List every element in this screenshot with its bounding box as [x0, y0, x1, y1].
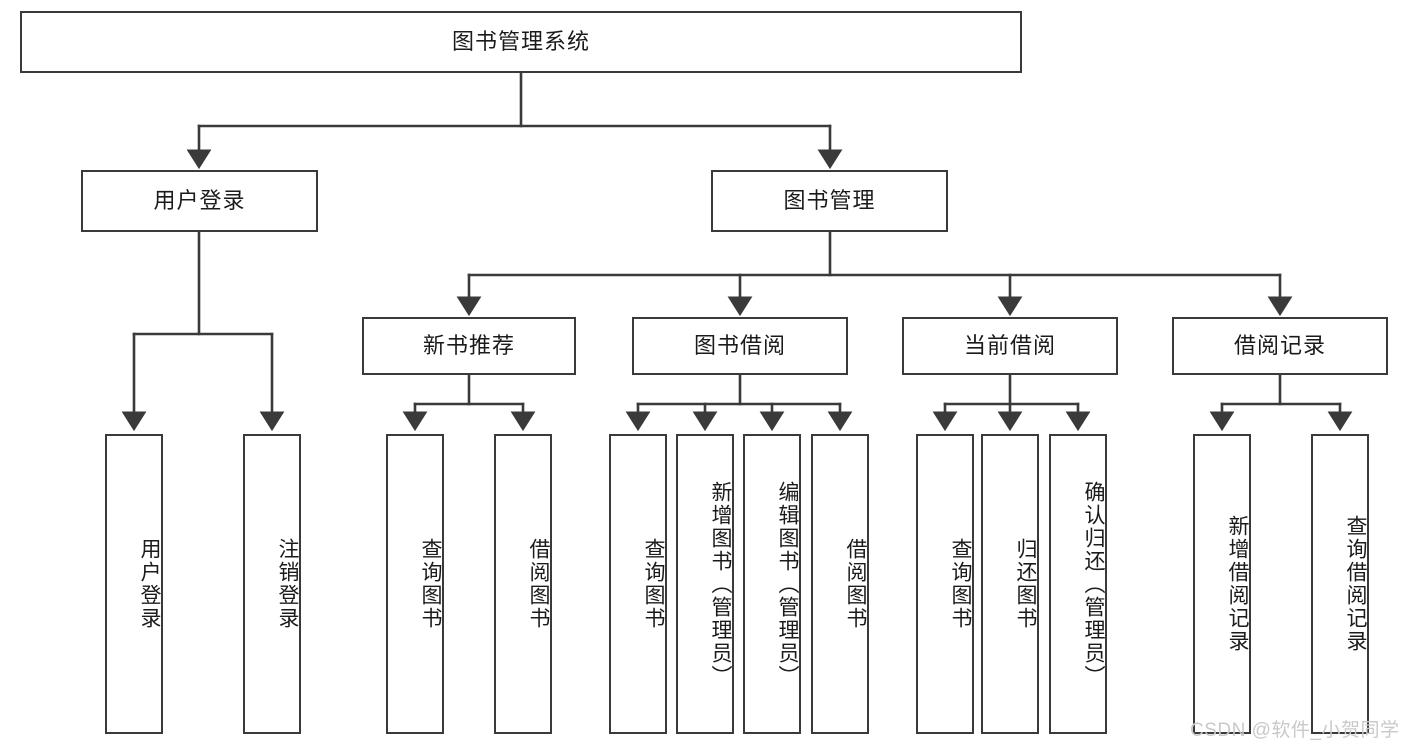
node-label: 用户登录 [153, 187, 246, 213]
node-label: 查询图书 [642, 538, 665, 630]
node-book-borrow[interactable]: 图书借阅 [632, 317, 848, 375]
csdn-watermark: CSDN @软件_小贺同学 [1190, 720, 1400, 741]
node-user-login[interactable]: 用户登录 [81, 170, 318, 232]
leaf-book-borrow-query[interactable]: 查询图书 [609, 434, 667, 734]
node-label: 用户登录 [138, 538, 161, 630]
leaf-current-borrow-return[interactable]: 归还图书 [981, 434, 1039, 734]
leaf-user-login-logout[interactable]: 注销登录 [243, 434, 301, 734]
node-label: 确认归还（管理员） [1082, 480, 1105, 688]
node-new-book-recommend[interactable]: 新书推荐 [362, 317, 576, 375]
node-label: 新增图书（管理员） [709, 480, 732, 688]
node-current-borrow[interactable]: 当前借阅 [902, 317, 1118, 375]
leaf-book-borrow-edit[interactable]: 编辑图书（管理员） [743, 434, 801, 734]
leaf-new-book-query[interactable]: 查询图书 [386, 434, 444, 734]
node-label: 借阅记录 [1233, 332, 1326, 358]
node-root-system[interactable]: 图书管理系统 [20, 11, 1022, 73]
leaf-current-borrow-confirm-return[interactable]: 确认归还（管理员） [1049, 434, 1107, 734]
node-label: 查询图书 [419, 538, 442, 630]
leaf-current-borrow-query[interactable]: 查询图书 [916, 434, 974, 734]
node-label: 归还图书 [1014, 538, 1037, 630]
node-label: 新增借阅记录 [1226, 515, 1249, 653]
leaf-borrow-record-query[interactable]: 查询借阅记录 [1311, 434, 1369, 734]
leaf-book-borrow-borrow[interactable]: 借阅图书 [811, 434, 869, 734]
node-label: 查询借阅记录 [1344, 515, 1367, 653]
node-label: 当前借阅 [963, 332, 1056, 358]
node-label: 图书管理 [783, 187, 876, 213]
leaf-borrow-record-add[interactable]: 新增借阅记录 [1193, 434, 1251, 734]
node-label: 图书借阅 [693, 332, 786, 358]
node-label: 图书管理系统 [451, 28, 590, 54]
node-book-management[interactable]: 图书管理 [711, 170, 948, 232]
node-label: 新书推荐 [422, 332, 515, 358]
leaf-book-borrow-add[interactable]: 新增图书（管理员） [676, 434, 734, 734]
node-label: 编辑图书（管理员） [776, 480, 799, 688]
node-label: 注销登录 [276, 538, 299, 630]
leaf-new-book-borrow[interactable]: 借阅图书 [494, 434, 552, 734]
node-label: 查询图书 [949, 538, 972, 630]
node-label: 借阅图书 [844, 538, 867, 630]
node-borrow-record[interactable]: 借阅记录 [1172, 317, 1388, 375]
leaf-user-login-login[interactable]: 用户登录 [105, 434, 163, 734]
node-label: 借阅图书 [527, 538, 550, 630]
